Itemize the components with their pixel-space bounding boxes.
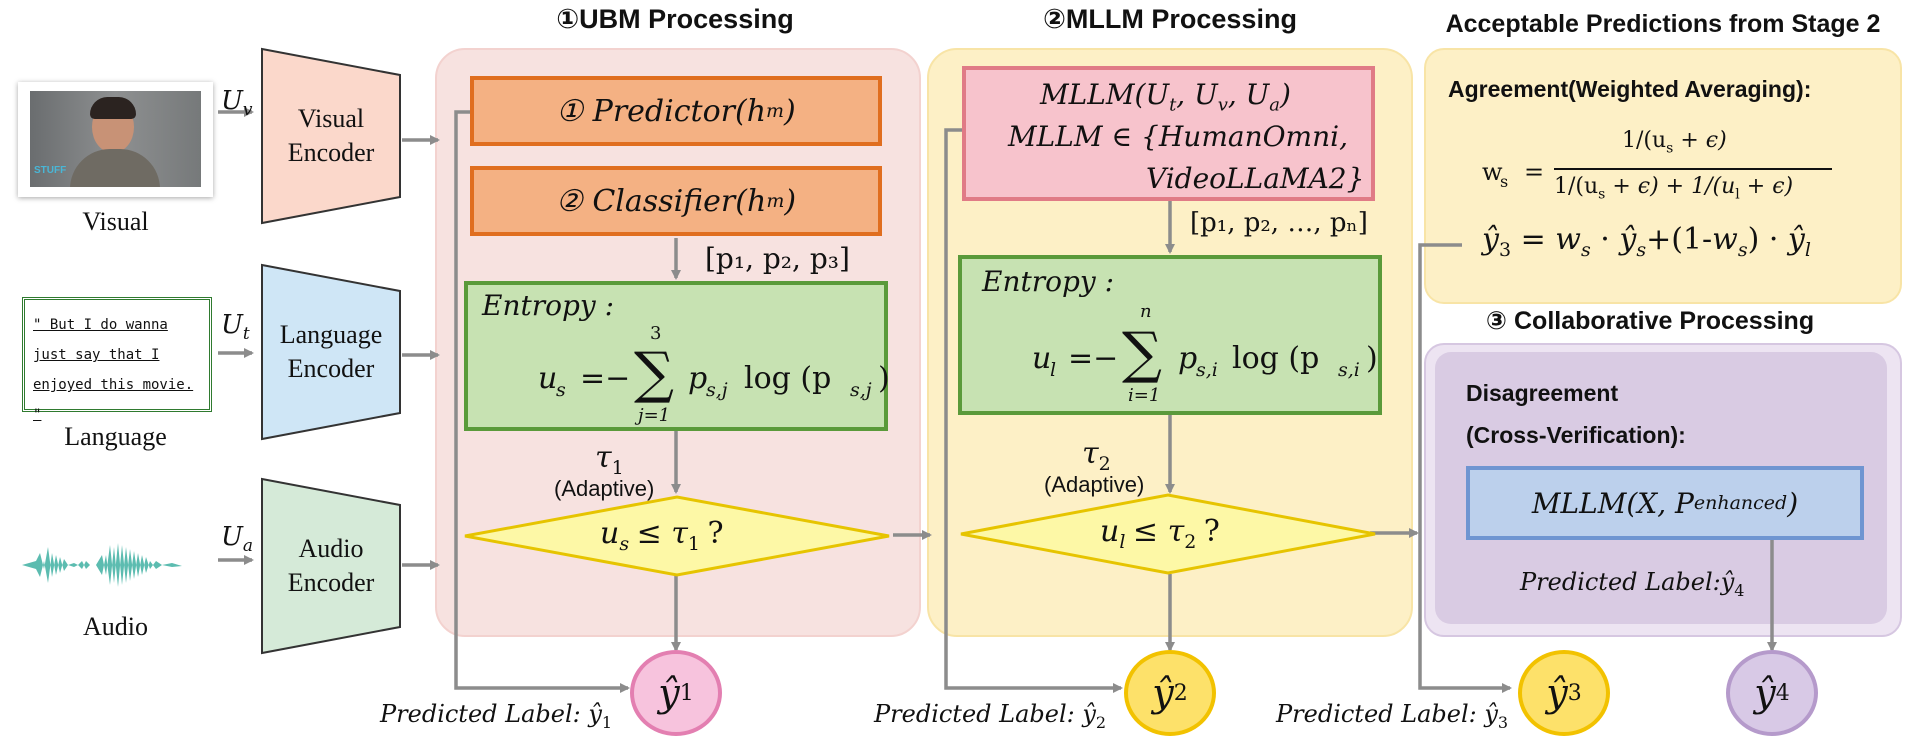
ubm-predicted-label: Predicted Label: ŷ1 xyxy=(380,700,613,732)
ubm-entropy-box: Entropy : u s =− ∑ 3 j=1 p s,j log (p s,… xyxy=(464,281,890,431)
ubm-adaptive-label: (Adaptive) xyxy=(554,476,655,501)
disagreement-title: Disagreement (Cross-Verification): xyxy=(1466,380,1686,448)
agreement-panel xyxy=(1424,48,1902,304)
ubm-decision-text: us ≤ τ1 ? xyxy=(600,516,724,555)
language-symbol: Ut xyxy=(221,310,250,345)
fraction-bar xyxy=(1554,168,1832,170)
audio-input-label: Audio xyxy=(83,612,148,641)
mllm-decision-diamond xyxy=(960,493,1376,575)
disagreement-predicted-label: Predicted Label:ŷ4 xyxy=(1520,568,1745,600)
video-watermark: STUFF xyxy=(34,165,67,176)
mllm-stage-title: ②MLLM Processing xyxy=(1043,4,1297,34)
ubm-entropy-title: Entropy : xyxy=(482,289,615,322)
language-encoder-shape xyxy=(261,263,401,441)
person-hair xyxy=(90,97,136,119)
language-input-card: " But I do wanna just say that I enjoyed… xyxy=(22,297,212,423)
audio-waveform xyxy=(22,543,212,587)
collaborative-stage-title: ③ Collaborative Processing xyxy=(1485,307,1815,335)
quote-line: just say that I xyxy=(33,347,160,363)
video-frame: STUFF xyxy=(30,91,201,187)
visual-symbol: Uv xyxy=(221,86,253,121)
visual-encoder-shape xyxy=(261,47,401,225)
agreement-predicted-label: Predicted Label: ŷ3 xyxy=(1276,700,1509,732)
person-body xyxy=(70,149,160,187)
visual-input-image: STUFF xyxy=(18,82,213,197)
ubm-decision-diamond xyxy=(464,495,890,577)
language-input-label: Language xyxy=(64,422,167,451)
ubm-entropy-formula: u s =− ∑ 3 j=1 p s,j log (p s,j ) xyxy=(538,323,890,426)
mllm-entropy-formula: u l =− ∑ n i=1 p s,i log (p s,i ) xyxy=(1032,301,1378,406)
audio-symbol: Ua xyxy=(221,522,254,557)
mllm-threshold: τ2 xyxy=(1082,436,1111,475)
summation-symbol: ∑ xyxy=(1122,321,1162,386)
mllm-predicted-label: Predicted Label: ŷ2 xyxy=(874,700,1107,732)
mllm-probabilities: [p₁, p₂, …, pₙ] xyxy=(1190,208,1368,238)
quote-line: " But I do wanna xyxy=(33,317,168,333)
mllm-decision-text: ul ≤ τ2 ? xyxy=(1100,514,1220,553)
weight-denominator: 1/(us + ϵ) + 1/(ul + ϵ) xyxy=(1554,174,1794,203)
visual-input-label: Visual xyxy=(82,207,149,236)
ubm-probabilities: [p₁, p₂, p₃] xyxy=(705,242,850,275)
ubm-threshold: τ1 xyxy=(595,440,624,479)
weight-numerator: 1/(us + ϵ) xyxy=(1622,128,1727,157)
mllm-adaptive-label: (Adaptive) xyxy=(1044,472,1145,497)
audio-encoder-shape xyxy=(261,477,401,655)
summation-symbol: ∑ xyxy=(634,341,674,406)
mllm-model-box: MLLM(Ut, Uv, Ua) MLLM ∈ {HumanOmni, Vide… xyxy=(962,66,1375,201)
ubm-stage-title: ①UBM Processing xyxy=(556,4,794,34)
mllm-entropy-title: Entropy : xyxy=(982,265,1115,298)
quote-line: enjoyed this movie. " xyxy=(33,377,194,423)
y3-formula: ŷ3 = ws · ŷs+(1-ws) · ŷl xyxy=(1482,222,1811,261)
weight-formula: w s = 1/(us + ϵ) 1/(us + ϵ) + 1/(ul + ϵ) xyxy=(1482,128,1882,214)
agreement-title: Agreement(Weighted Averaging): xyxy=(1448,76,1812,102)
mllm-entropy-box: Entropy : u l =− ∑ n i=1 p s,i log (p s,… xyxy=(958,255,1382,415)
acceptable-predictions-title: Acceptable Predictions from Stage 2 xyxy=(1445,10,1881,38)
